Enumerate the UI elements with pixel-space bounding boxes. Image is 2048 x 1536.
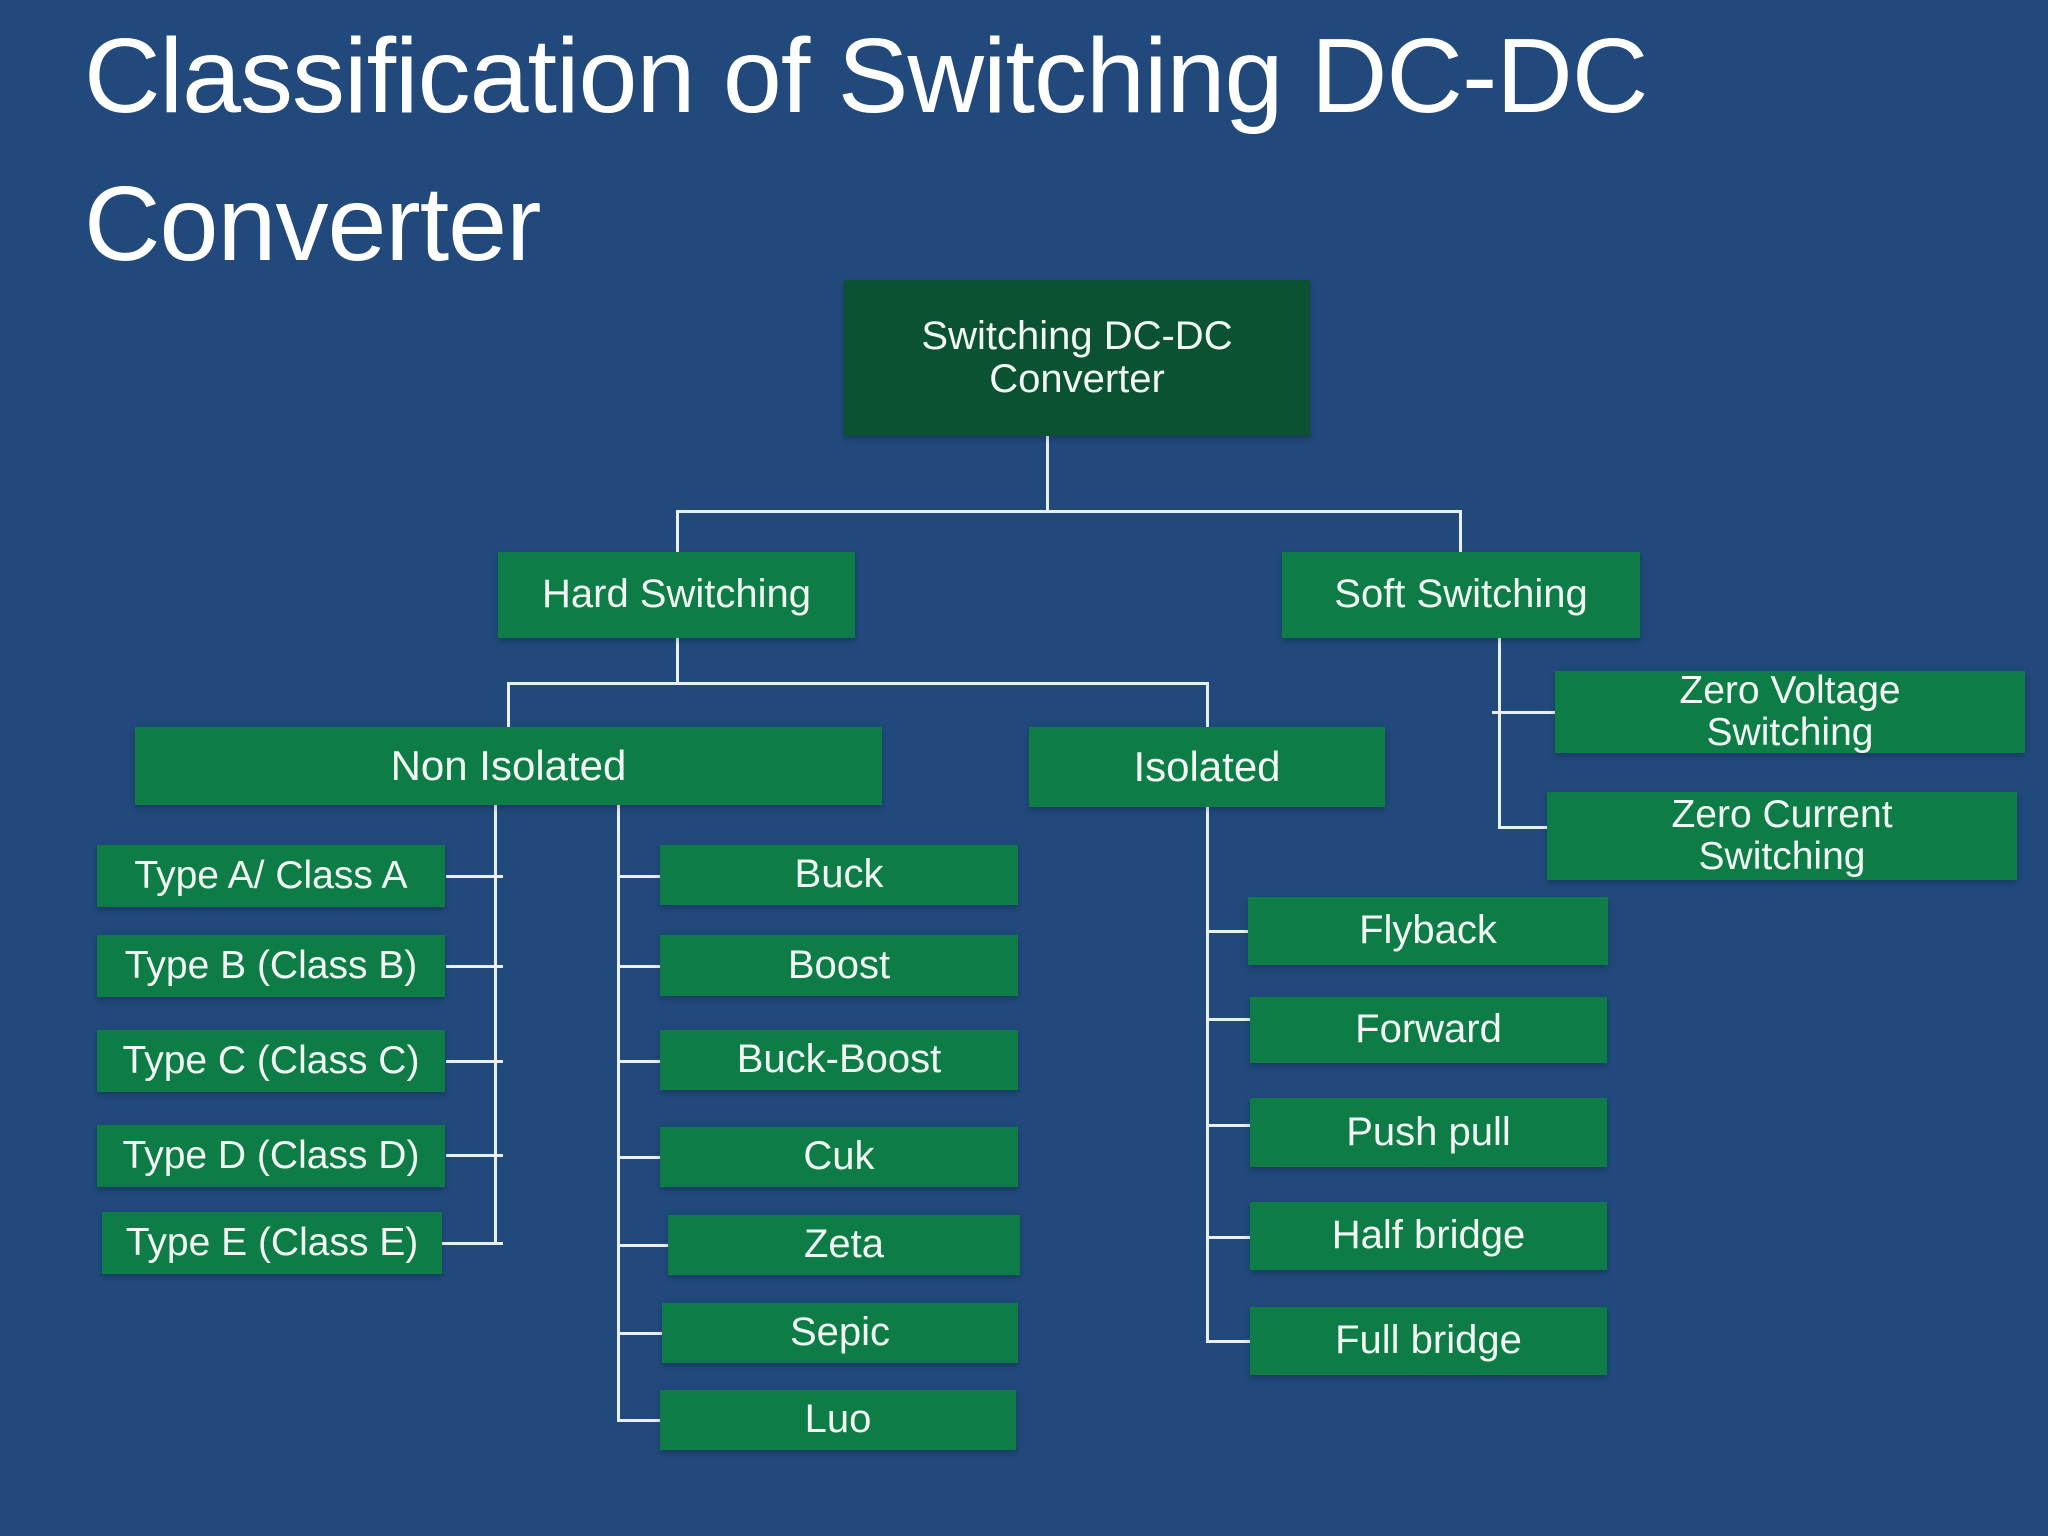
node-luo: Luo [660, 1390, 1016, 1450]
page-title: Classification of Switching DC-DC Conver… [84, 2, 1944, 299]
node-type-d-label: Type D (Class D) [122, 1133, 420, 1177]
node-buck-label: Buck [794, 852, 884, 897]
node-type-c-label: Type C (Class C) [122, 1038, 420, 1082]
connector-split-rail [507, 682, 1209, 685]
connector-drop-hard [676, 510, 679, 554]
connector-stub-type-c [446, 1060, 503, 1063]
connector-stub-buck [617, 875, 662, 878]
node-full-bridge-label: Full bridge [1335, 1318, 1522, 1363]
connector-stub-sepic [617, 1332, 664, 1335]
connector-drop-isolated [1206, 682, 1209, 729]
node-hard-switching-label: Hard Switching [541, 572, 811, 617]
connector-drop-nonisolated [507, 682, 510, 729]
connector-stub-full-bridge [1206, 1340, 1252, 1343]
node-type-e-label: Type E (Class E) [125, 1220, 419, 1264]
node-buck: Buck [660, 845, 1018, 905]
node-soft-switching: Soft Switching [1282, 552, 1640, 638]
node-zvs-label: Zero Voltage Switching [1679, 668, 1901, 754]
node-zeta-label: Zeta [803, 1222, 885, 1267]
node-zero-voltage-switching: Zero Voltage Switching [1555, 668, 2025, 754]
node-buck-boost: Buck-Boost [660, 1030, 1018, 1090]
node-luo-label: Luo [804, 1397, 872, 1442]
node-isolated: Isolated [1029, 727, 1385, 807]
node-root-label: Switching DC-DC Converter [921, 313, 1233, 401]
connector-stub-push-pull [1206, 1124, 1252, 1127]
node-soft-switching-label: Soft Switching [1334, 572, 1588, 617]
connector-top-rail [676, 510, 1462, 513]
node-root: Switching DC-DC Converter [844, 280, 1310, 436]
node-push-pull: Push pull [1250, 1098, 1607, 1167]
connector-stub-boost [617, 965, 662, 968]
node-sepic-label: Sepic [789, 1310, 891, 1355]
connector-hard-trunk [676, 638, 679, 685]
connector-root-trunk [1046, 436, 1049, 512]
node-flyback: Flyback [1248, 897, 1608, 965]
page-title-line1: Classification of Switching DC-DC [84, 17, 1648, 135]
connector-stub-luo [617, 1419, 662, 1422]
node-zcs-label: Zero Current Switching [1671, 792, 1893, 878]
node-forward-label: Forward [1355, 1007, 1502, 1052]
node-half-bridge-label: Half bridge [1331, 1213, 1526, 1258]
node-push-pull-label: Push pull [1346, 1109, 1511, 1154]
connector-left-rail [494, 805, 497, 1245]
node-type-e: Type E (Class E) [102, 1212, 442, 1274]
node-zeta: Zeta [668, 1215, 1020, 1275]
node-non-isolated-label: Non Isolated [390, 742, 627, 790]
connector-stub-half-bridge [1206, 1236, 1252, 1239]
node-type-a: Type A/ Class A [97, 845, 445, 907]
node-sepic: Sepic [662, 1303, 1018, 1363]
connector-stub-type-d [446, 1154, 503, 1157]
connector-stub-zvs [1492, 711, 1556, 714]
node-cuk-label: Cuk [803, 1134, 875, 1179]
node-full-bridge: Full bridge [1250, 1307, 1607, 1375]
node-type-c: Type C (Class C) [97, 1030, 445, 1092]
node-forward: Forward [1250, 997, 1607, 1063]
connector-drop-soft [1459, 510, 1462, 554]
node-boost: Boost [660, 935, 1018, 996]
node-isolated-label: Isolated [1133, 743, 1281, 791]
node-non-isolated: Non Isolated [135, 727, 882, 805]
node-hard-switching: Hard Switching [498, 552, 855, 638]
connector-stub-flyback [1206, 930, 1250, 933]
node-type-b: Type B (Class B) [97, 935, 445, 997]
connector-stub-type-b [446, 965, 503, 968]
node-type-a-label: Type A/ Class A [134, 853, 408, 897]
connector-stub-type-e [442, 1242, 503, 1245]
node-zero-current-switching: Zero Current Switching [1547, 792, 2017, 880]
node-boost-label: Boost [787, 942, 891, 987]
connector-isolated-trunk [1206, 807, 1209, 1343]
page-title-line2: Converter [84, 165, 541, 284]
node-type-d: Type D (Class D) [97, 1125, 445, 1187]
connector-stub-zeta [617, 1244, 670, 1247]
connector-stub-type-a [446, 875, 503, 878]
node-type-b-label: Type B (Class B) [124, 943, 418, 987]
connector-stub-zcs [1498, 826, 1548, 829]
connector-stub-buck-boost [617, 1060, 662, 1063]
connector-right-rail [617, 805, 620, 1422]
node-buck-boost-label: Buck-Boost [736, 1037, 942, 1082]
connector-stub-cuk [617, 1156, 662, 1159]
node-half-bridge: Half bridge [1250, 1202, 1607, 1270]
connector-soft-trunk [1498, 638, 1501, 829]
node-cuk: Cuk [660, 1127, 1018, 1187]
node-flyback-label: Flyback [1359, 908, 1497, 953]
connector-stub-forward [1206, 1018, 1252, 1021]
